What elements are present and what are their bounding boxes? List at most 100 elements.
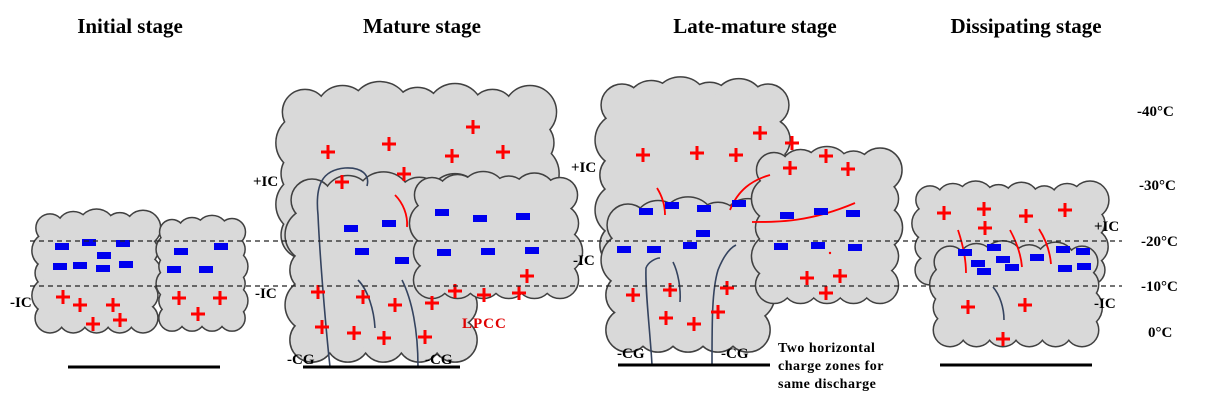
negative-charge-icon (55, 243, 69, 250)
temp-minus-40: -40°C (1137, 104, 1174, 120)
positive-charge-icon (397, 167, 411, 181)
isotherm-lines (30, 240, 1122, 369)
positive-charge-icon (1058, 203, 1072, 217)
negative-charge-icon (355, 248, 369, 255)
negative-charge-icon (846, 210, 860, 217)
positive-charge-icon (800, 271, 814, 285)
negative-charge-icon (73, 262, 87, 269)
discharge-channel (316, 167, 369, 368)
discharge-channel (672, 261, 681, 303)
note-line: Two horizontal (778, 341, 876, 356)
late-cg-right-label: -CG (721, 346, 749, 362)
positive-charge-icon (1019, 209, 1033, 223)
negative-charge-icon (96, 265, 110, 272)
late-cloud-lower (600, 196, 776, 353)
positive-charge-icon (720, 281, 734, 295)
positive-charge-icon (388, 298, 402, 312)
negative-charge-icon (1058, 265, 1072, 272)
positive-charge-icon (659, 311, 673, 325)
negative-charge-icon (199, 266, 213, 273)
initial-cloud-right (155, 214, 249, 332)
title-dissipating-stage: Dissipating stage (950, 14, 1102, 38)
negative-charge-icon (697, 205, 711, 212)
late-pos-ic-label: +IC (571, 160, 597, 176)
positive-charge-icon (315, 320, 329, 334)
positive-charge-icon (841, 162, 855, 176)
positive-charge-icon (687, 317, 701, 331)
lpcc-label: LPCC (462, 316, 507, 332)
clouds (31, 76, 1110, 363)
positive-charge-icon (996, 332, 1010, 346)
positive-charge-icon (977, 202, 991, 216)
late-cloud-side (750, 145, 904, 305)
mature-cg-right-label: -CG (425, 352, 453, 368)
positive-charge-icon (636, 148, 650, 162)
positive-charge-icon (73, 298, 87, 312)
negative-charge-icon (473, 215, 487, 222)
discharge-channel (357, 279, 376, 329)
positive-leader (1038, 228, 1052, 265)
negative-charge-icon (1077, 263, 1091, 270)
charges (53, 120, 1091, 346)
positive-charge-icon (347, 326, 361, 340)
late-cg-left-label: -CG (617, 346, 645, 362)
temp-minus-20: -20°C (1141, 234, 1178, 250)
mature-cloud-side (408, 170, 584, 300)
negative-charge-icon (971, 260, 985, 267)
temp-minus-30: -30°C (1139, 178, 1176, 194)
positive-charge-icon (106, 298, 120, 312)
positive-charge-icon (819, 286, 833, 300)
positive-charge-icon (711, 305, 725, 319)
negative-charge-icon (437, 249, 451, 256)
positive-leader (1009, 229, 1023, 268)
positive-charge-icon (172, 291, 186, 305)
title-late-mature-stage: Late-mature stage (673, 14, 837, 38)
title-initial-stage: Initial stage (77, 14, 183, 38)
positive-charge-icon (466, 120, 480, 134)
temp-minus-10: -10°C (1141, 279, 1178, 295)
initial-neg-ic-label: -IC (10, 295, 32, 311)
negative-charge-icon (214, 243, 228, 250)
positive-charge-icon (512, 286, 526, 300)
late-neg-ic-label: -IC (573, 253, 595, 269)
negative-charge-icon (97, 252, 111, 259)
positive-charge-icon (321, 145, 335, 159)
positive-charge-icon (626, 288, 640, 302)
negative-charge-icon (848, 244, 862, 251)
negative-charge-icon (987, 244, 1001, 251)
negative-charge-icon (116, 240, 130, 247)
negative-charge-icon (617, 246, 631, 253)
positive-charge-icon (113, 313, 127, 327)
discharge-channel (401, 279, 419, 368)
positive-charge-icon (785, 136, 799, 150)
cloud-body (432, 195, 560, 280)
negative-charge-icon (639, 208, 653, 215)
positive-charge-icon (213, 291, 227, 305)
positive-charge-icon (377, 331, 391, 345)
positive-charge-icon (56, 290, 70, 304)
positive-charge-icon (356, 290, 370, 304)
negative-charge-icon (1030, 254, 1044, 261)
negative-charge-icon (996, 256, 1010, 263)
negative-charge-icon (516, 213, 530, 220)
positive-leader (656, 187, 666, 216)
negative-charge-icon (435, 209, 449, 216)
positive-charge-icon (753, 126, 767, 140)
positive-charge-icon (1018, 298, 1032, 312)
negative-charge-icon (395, 257, 409, 264)
positive-leader (394, 194, 408, 228)
positive-charge-icon (690, 146, 704, 160)
negative-charge-icon (1076, 248, 1090, 255)
note-line: charge zones for (778, 359, 884, 374)
negative-charge-icon (1005, 264, 1019, 271)
negative-charge-icon (344, 225, 358, 232)
negative-charge-icon (683, 242, 697, 249)
negative-charge-icon (977, 268, 991, 275)
negative-charge-icon (958, 249, 972, 256)
negative-charge-icon (696, 230, 710, 237)
positive-charge-icon (425, 296, 439, 310)
initial-cloud-left (31, 208, 162, 334)
positive-charge-dot (828, 251, 832, 255)
positive-charge-icon (833, 269, 847, 283)
